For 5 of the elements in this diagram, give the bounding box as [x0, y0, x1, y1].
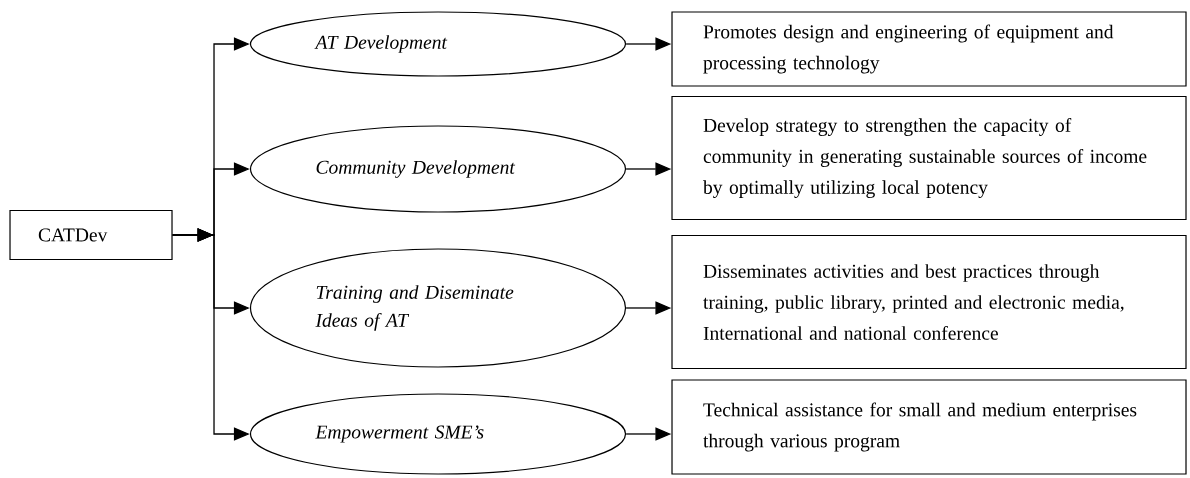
- description-box: Promotes design and engineering of equipment and processing technology: [671, 11, 1187, 87]
- organization-box: CATDev: [9, 209, 173, 261]
- description-box: Technical assistance for small and medium enterprises through various program: [671, 379, 1187, 475]
- description-box: Develop strategy to strengthen the capacity of community in generating sustainable sources of income by optimally utilizing local potency: [671, 95, 1187, 221]
- description-box: Disseminates activities and best practices through training, public library, printed and electronic media, International and national conference: [671, 234, 1187, 370]
